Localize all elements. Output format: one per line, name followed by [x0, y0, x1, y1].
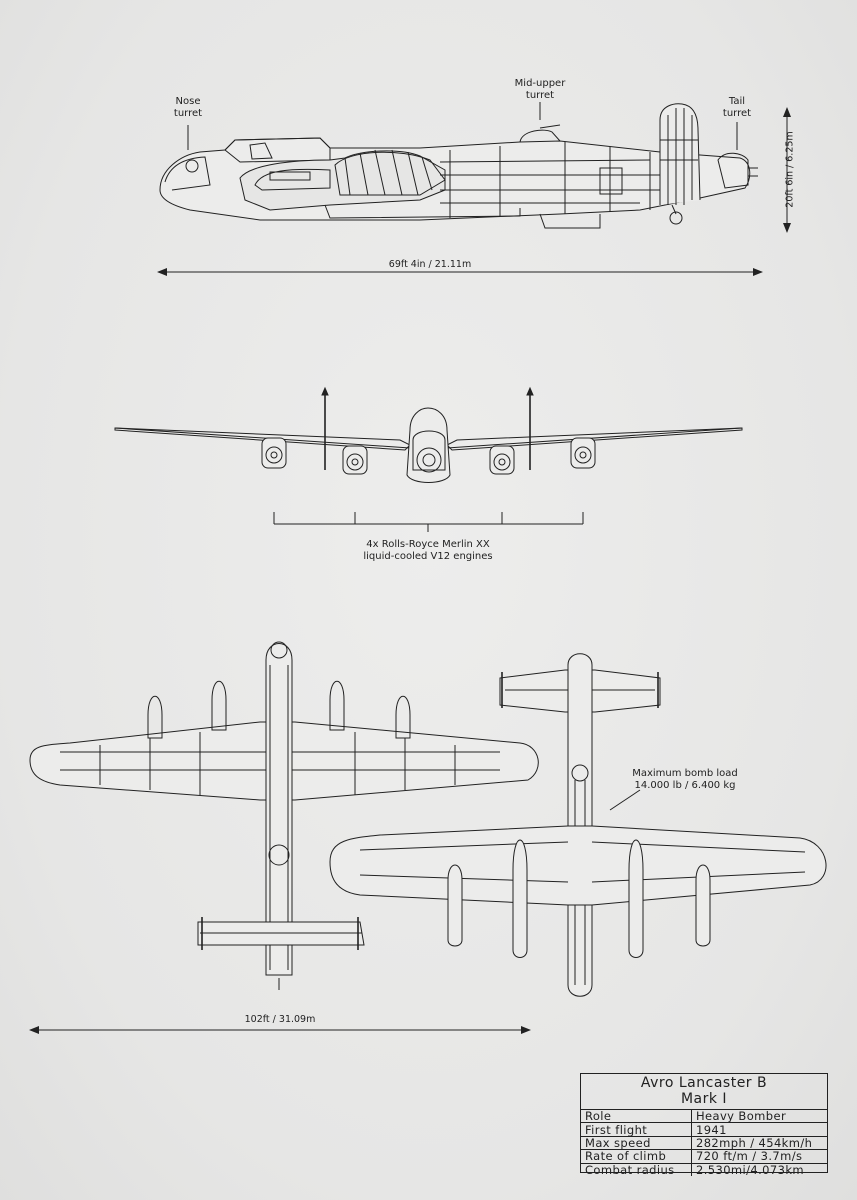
bomb-load-label-line1: Maximum bomb load	[632, 768, 738, 779]
spec-key: Max speed	[581, 1136, 692, 1151]
length-dimension-label: 69ft 4in / 21.11m	[388, 259, 472, 270]
engines-label-line1: 4x Rolls-Royce Merlin XX	[366, 539, 490, 550]
side-view-aircraft	[159, 102, 758, 229]
table-row: Combat radius 2.530mi/4.073km	[581, 1163, 827, 1176]
spec-key: First flight	[581, 1122, 692, 1137]
spec-value: 1941	[691, 1122, 827, 1137]
spec-title: Avro Lancaster B Mark I	[581, 1074, 827, 1110]
bomb-load-label-line2: 14.000 lb / 6.400 kg	[634, 780, 736, 791]
height-dimension-label: 20ft 6in / 6.25m	[784, 131, 796, 208]
spec-value: 282mph / 454km/h	[691, 1136, 827, 1151]
bottom-view-aircraft	[329, 653, 827, 997]
engines-label-line2: liquid-cooled V12 engines	[363, 551, 493, 562]
nose-turret-label: Nose turret	[173, 96, 203, 119]
spec-value: Heavy Bomber	[691, 1110, 827, 1124]
spec-key: Rate of climb	[581, 1149, 692, 1164]
engines-bracket	[273, 512, 584, 532]
spec-value: 2.530mi/4.073km	[696, 1162, 804, 1177]
spec-key: Role	[581, 1110, 692, 1124]
top-view-aircraft	[29, 641, 539, 990]
spec-key: Combat radius	[581, 1163, 692, 1176]
spec-value: 720 ft/m / 3.7m/s	[691, 1149, 827, 1164]
spec-title-line1: Avro Lancaster B	[640, 1075, 768, 1091]
mid-upper-turret-label: Mid-upper turret	[514, 78, 566, 101]
wingspan-dimension-label: 102ft / 31.09m	[244, 1014, 316, 1025]
tail-turret-label: Tail turret	[722, 96, 752, 119]
spec-title-line2: Mark I	[680, 1091, 728, 1107]
front-view-aircraft	[114, 386, 743, 483]
